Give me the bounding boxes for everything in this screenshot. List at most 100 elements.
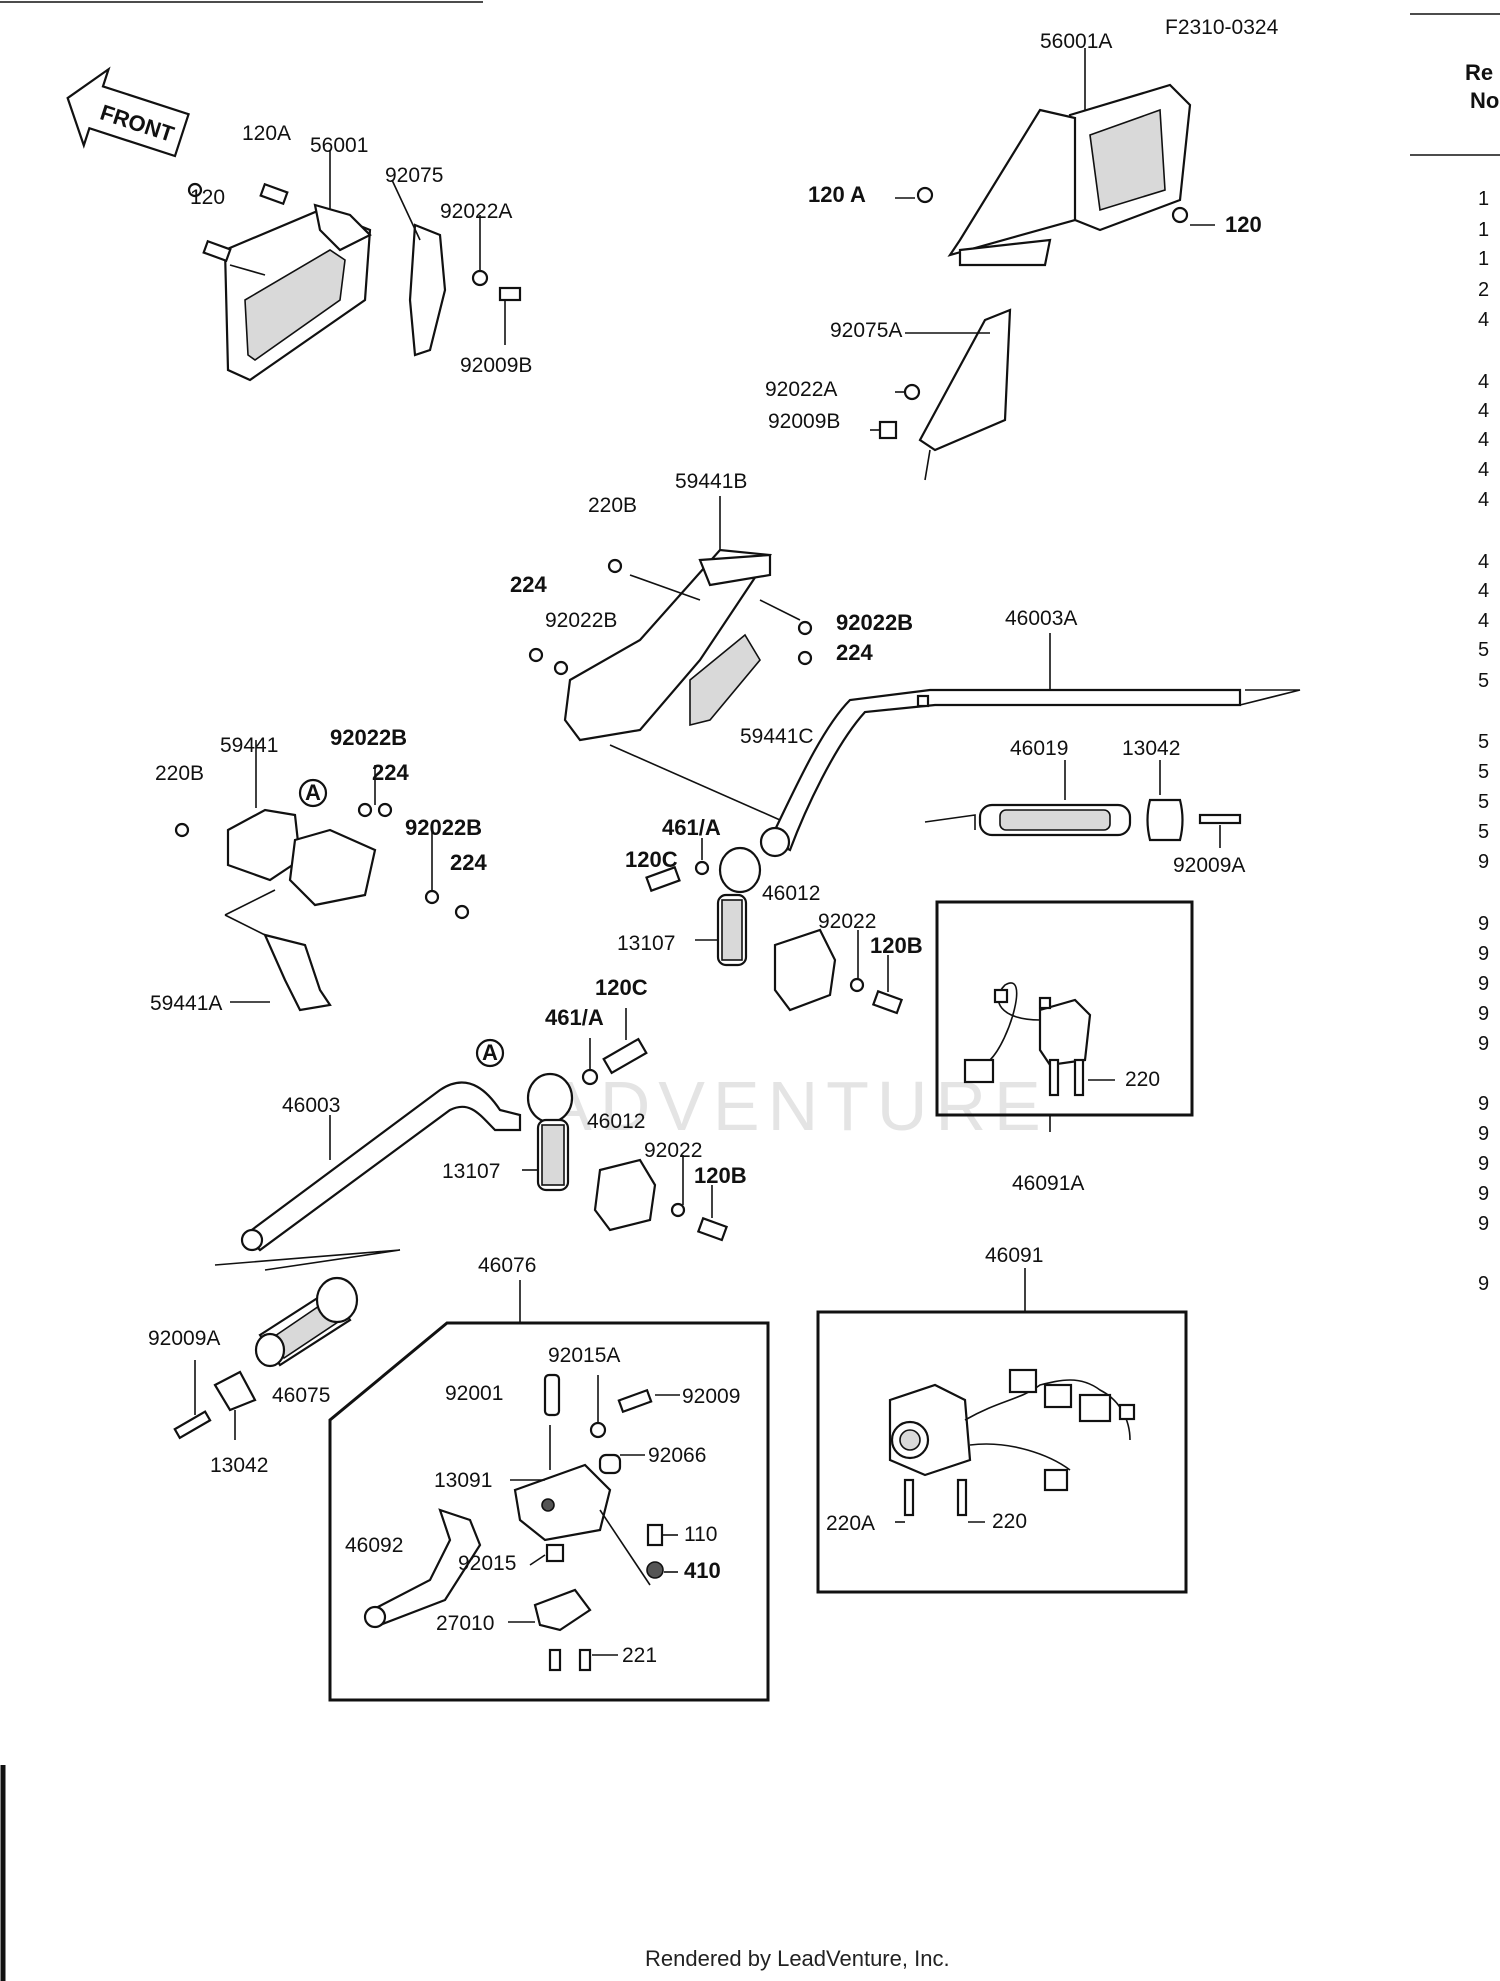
mirror-right [870,48,1215,481]
label-13042-l: 13042 [210,1454,268,1477]
side-row-ref: 9 [1478,1213,1489,1235]
label-46003: 46003 [282,1094,340,1117]
label-13107-1: 13107 [617,932,675,955]
svg-text:A: A [482,1040,498,1065]
label-56001: 56001 [310,134,368,157]
label-46076: 46076 [478,1254,536,1277]
label-92022-1: 92022 [818,910,876,933]
side-row-ref: 5 [1478,821,1489,843]
throttle-group-lower [522,1008,729,1242]
label-92022A-tr: 92022A [765,378,837,401]
label-92066: 92066 [648,1444,706,1467]
label-27010: 27010 [436,1612,494,1635]
label-92022B-c: 92022B [330,725,407,750]
label-46092: 46092 [345,1534,403,1557]
side-header-no: No [1470,88,1499,113]
label-120B-1: 120B [870,933,923,958]
mirror-left [187,150,522,382]
side-row-ref: 9 [1478,1123,1489,1145]
circle-marker-a-2: A [475,1038,505,1068]
label-92022B-d: 92022B [405,815,482,840]
svg-text:A: A [305,780,321,805]
label-92009A-l: 92009A [148,1327,220,1350]
circle-marker-a-1: A [298,778,328,808]
label-46091A: 46091A [1012,1172,1084,1195]
label-461A-2: 461/A [545,1005,604,1030]
label-410: 410 [684,1558,721,1583]
side-row-ref: 4 [1478,551,1489,573]
grip-holder-left [174,740,470,1012]
label-46003A: 46003A [1005,607,1077,630]
label-92075A: 92075A [830,319,902,342]
side-row-ref: 1 [1478,219,1489,241]
side-row-ref: 4 [1478,489,1489,511]
lever-box-46076 [328,1321,770,1702]
label-120-tr: 120 [1225,212,1262,237]
label-59441C: 59441C [740,725,814,748]
label-46075: 46075 [272,1384,330,1407]
switch-assembly-46091A [963,982,1115,1132]
label-46012-1: 46012 [762,882,820,905]
label-92022B-b: 92022B [836,610,913,635]
side-row-ref: 5 [1478,670,1489,692]
side-row-ref: 9 [1478,1033,1489,1055]
side-row-ref: 4 [1478,400,1489,422]
switch-box-46091A [935,900,1194,1117]
side-row-ref: 1 [1478,248,1489,270]
label-13107-2: 13107 [442,1160,500,1183]
throttle-group-upper [645,838,904,1015]
label-220B-top: 220B [588,494,637,517]
label-56001A: 56001A [1040,30,1112,53]
label-92022-2: 92022 [644,1139,702,1162]
side-row-ref: 9 [1478,973,1489,995]
label-224-a: 224 [510,572,547,597]
label-92009B-tl: 92009B [460,354,532,377]
side-row-ref: 9 [1478,851,1489,873]
side-row-ref: 5 [1478,639,1489,661]
label-220-box: 220 [1125,1068,1160,1091]
side-row-ref: 9 [1478,943,1489,965]
side-row-ref: 9 [1478,1153,1489,1175]
side-row-ref: 5 [1478,761,1489,783]
label-220B-left: 220B [155,762,204,785]
label-120C-1: 120C [625,847,678,872]
side-row-ref: 4 [1478,371,1489,393]
label-220-b: 220 [992,1510,1027,1533]
side-row-ref: 4 [1478,580,1489,602]
side-row-ref: 9 [1478,1093,1489,1115]
side-row-ref: 4 [1478,429,1489,451]
label-221: 221 [622,1644,657,1667]
side-row-ref: 9 [1478,913,1489,935]
label-46019: 46019 [1010,737,1068,760]
side-row-ref: 5 [1478,791,1489,813]
label-46091: 46091 [985,1244,1043,1267]
label-13042-r: 13042 [1122,737,1180,760]
side-row-ref: 4 [1478,309,1489,331]
label-224-d: 224 [450,850,487,875]
grip-holder-upper [528,496,813,821]
label-110: 110 [684,1523,717,1546]
label-92009B-tr: 92009B [768,410,840,433]
front-arrow-icon: FRONT [66,66,190,158]
lever-assembly-46076 [363,1373,680,1672]
label-120C-2: 120C [595,975,648,1000]
label-461A-1: 461/A [662,815,721,840]
side-row-ref: 9 [1478,1273,1489,1295]
label-120B-2: 120B [694,1163,747,1188]
label-224-b: 224 [836,640,873,665]
handlebar-left [214,1081,522,1271]
label-59441: 59441 [220,734,278,757]
label-220A: 220A [826,1512,875,1535]
footer-credit: Rendered by LeadVenture, Inc. [645,1946,950,1971]
label-92001: 92001 [445,1382,503,1405]
label-92015A: 92015A [548,1344,620,1367]
label-92009: 92009 [682,1385,740,1408]
label-92009A-r: 92009A [1173,854,1245,877]
label-46012-2: 46012 [587,1110,645,1133]
label-13091: 13091 [434,1469,492,1492]
switch-assembly-46091 [888,1368,1136,1523]
diagram-id: F2310-0324 [1165,16,1279,39]
